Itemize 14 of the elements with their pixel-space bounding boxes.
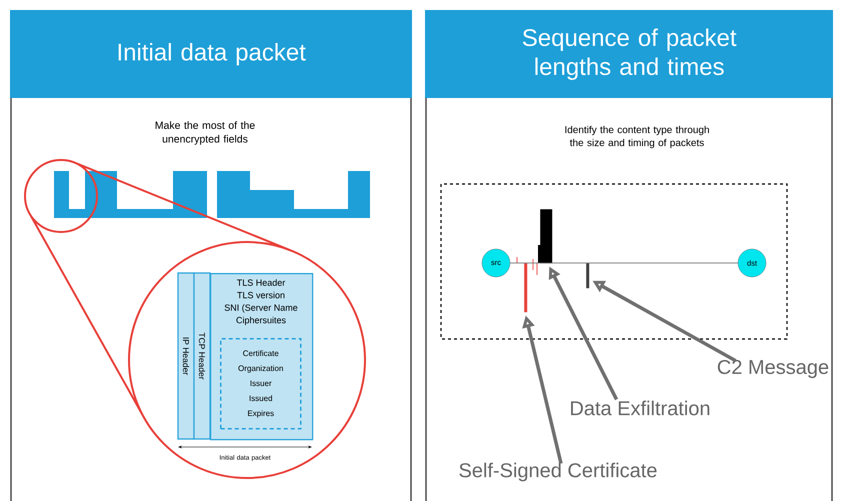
packet-bar (524, 263, 528, 312)
subtitle-text: Make the most of the unencrypted fields (156, 121, 255, 145)
callout-text: C2 Message (718, 360, 828, 378)
callout-text: Data Exfiltration (571, 400, 710, 416)
packet-bar (538, 209, 552, 264)
ip-header-column: IP Header (177, 272, 195, 440)
connector-line (510, 262, 738, 264)
header-band: Initial data packet (10, 10, 412, 98)
tcp-header-column: TCP Header (193, 272, 211, 440)
packet-bar (586, 263, 590, 288)
subtitle-text: Identify the content type through the size and timing of packets (565, 126, 709, 148)
certificate-box: Certificate Organization Issuer Issued Expires (220, 338, 302, 430)
callout-text: Self-Signed Certificate (459, 462, 657, 482)
header-band: Sequence of packet lengths and times (425, 10, 833, 98)
